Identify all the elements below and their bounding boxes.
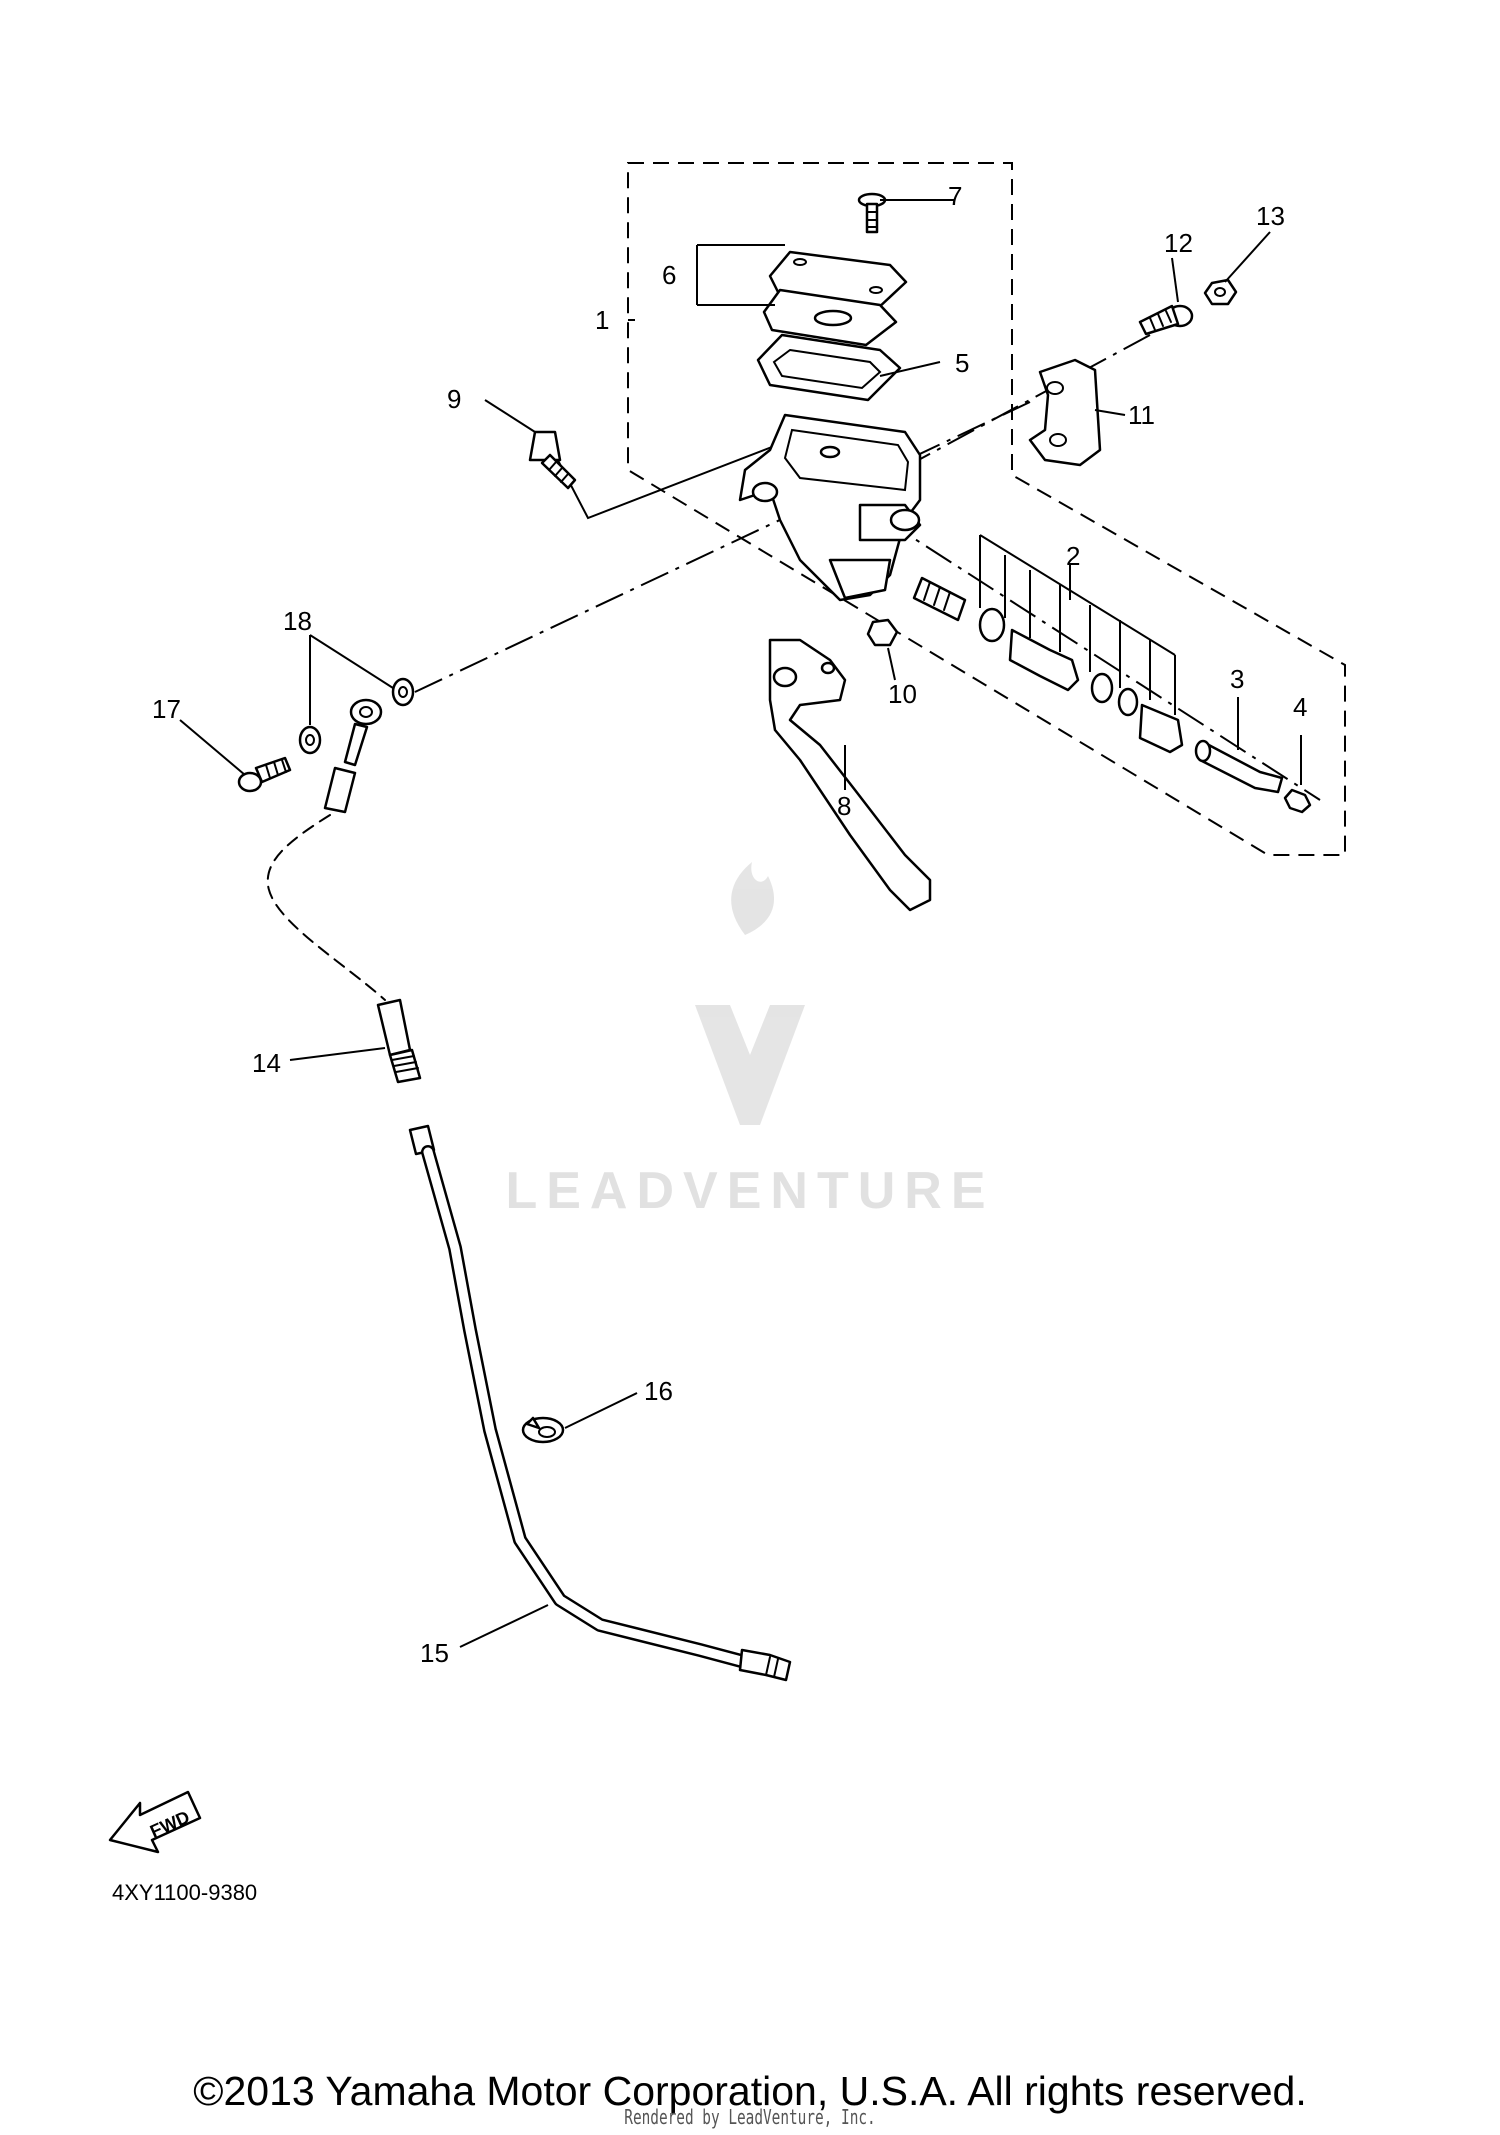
callout-4: 4 [1293, 692, 1307, 722]
leadventure-watermark: LEADVENTURE [505, 862, 994, 1220]
screw-part-9 [528, 430, 577, 490]
callout-labels: 1 2 3 4 5 6 7 8 9 10 11 12 13 14 15 16 1… [152, 181, 1307, 1668]
callout-18: 18 [283, 606, 312, 636]
push-rod-part-3 [1194, 739, 1284, 794]
callout-2: 2 [1066, 541, 1080, 571]
nut-part-13 [1203, 278, 1238, 306]
callout-13: 13 [1256, 201, 1285, 231]
callout-3: 3 [1230, 664, 1244, 694]
callout-14: 14 [252, 1048, 281, 1078]
callout-leaders [179, 199, 1302, 1648]
callout-7: 7 [948, 181, 962, 211]
hose-clip-part-16 [521, 1416, 565, 1444]
nut-part-10 [866, 618, 899, 647]
callout-12: 12 [1164, 228, 1193, 258]
callout-9: 9 [447, 384, 461, 414]
piston-kit-part-2 [912, 534, 1184, 754]
bolt-part-12 [1138, 304, 1194, 336]
callout-5: 5 [955, 348, 969, 378]
clamp-centerline [899, 334, 1151, 471]
callout-11: 11 [1128, 400, 1155, 430]
assembly-frame [627, 162, 1346, 856]
callout-15: 15 [420, 1638, 449, 1668]
union-bolt-part-17 [237, 756, 292, 793]
diagram-code: 4XY1100-9380 [112, 1880, 258, 1905]
diaphragm-part-5 [756, 333, 902, 402]
watermark-text: LEADVENTURE [505, 1162, 994, 1220]
callout-8: 8 [837, 791, 851, 821]
brake-pipe-part-15 [408, 1124, 792, 1682]
rendered-by-notice: Rendered by LeadVenture, Inc. [624, 2105, 876, 2129]
screw-part-7 [857, 192, 887, 234]
callout-1: 1 [595, 305, 609, 335]
handlebar-clamp-part-11 [1028, 358, 1102, 467]
lever-part-8 [768, 638, 932, 912]
brake-hose-part-14 [266, 698, 422, 1084]
callout-16: 16 [644, 1376, 673, 1406]
forward-arrow: FWD [108, 1790, 202, 1854]
master-cylinder-body [738, 413, 922, 602]
copyright-notice: ©2013 Yamaha Motor Corporation, U.S.A. A… [193, 2068, 1307, 2114]
boot-part-4 [1283, 788, 1312, 814]
callout-6: 6 [662, 260, 676, 290]
reservoir-cap-part-6 [762, 250, 908, 347]
callout-17: 17 [152, 694, 181, 724]
callout-10: 10 [888, 679, 917, 709]
mounting-centerline [397, 401, 1031, 701]
copper-washers-part-18 [298, 677, 415, 755]
